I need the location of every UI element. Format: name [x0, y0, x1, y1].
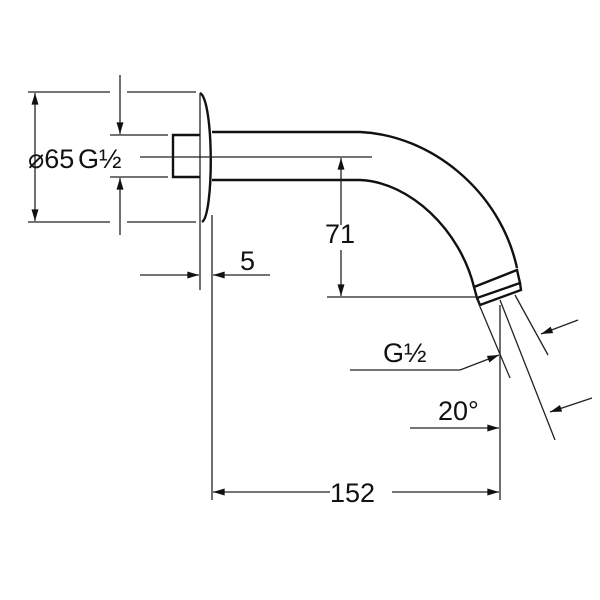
drop-label: 71: [325, 219, 355, 249]
dimension-lines: [28, 75, 593, 500]
flange-thickness-label: 5: [240, 246, 255, 276]
shower-arm-outline: [171, 91, 523, 307]
projection-label: 152: [330, 478, 375, 508]
diameter-label: ⌀65: [28, 144, 74, 174]
angle-label: 20°: [438, 396, 479, 426]
thread-outlet-label: G½: [383, 338, 427, 368]
thread-inlet-label: G½: [78, 144, 122, 174]
